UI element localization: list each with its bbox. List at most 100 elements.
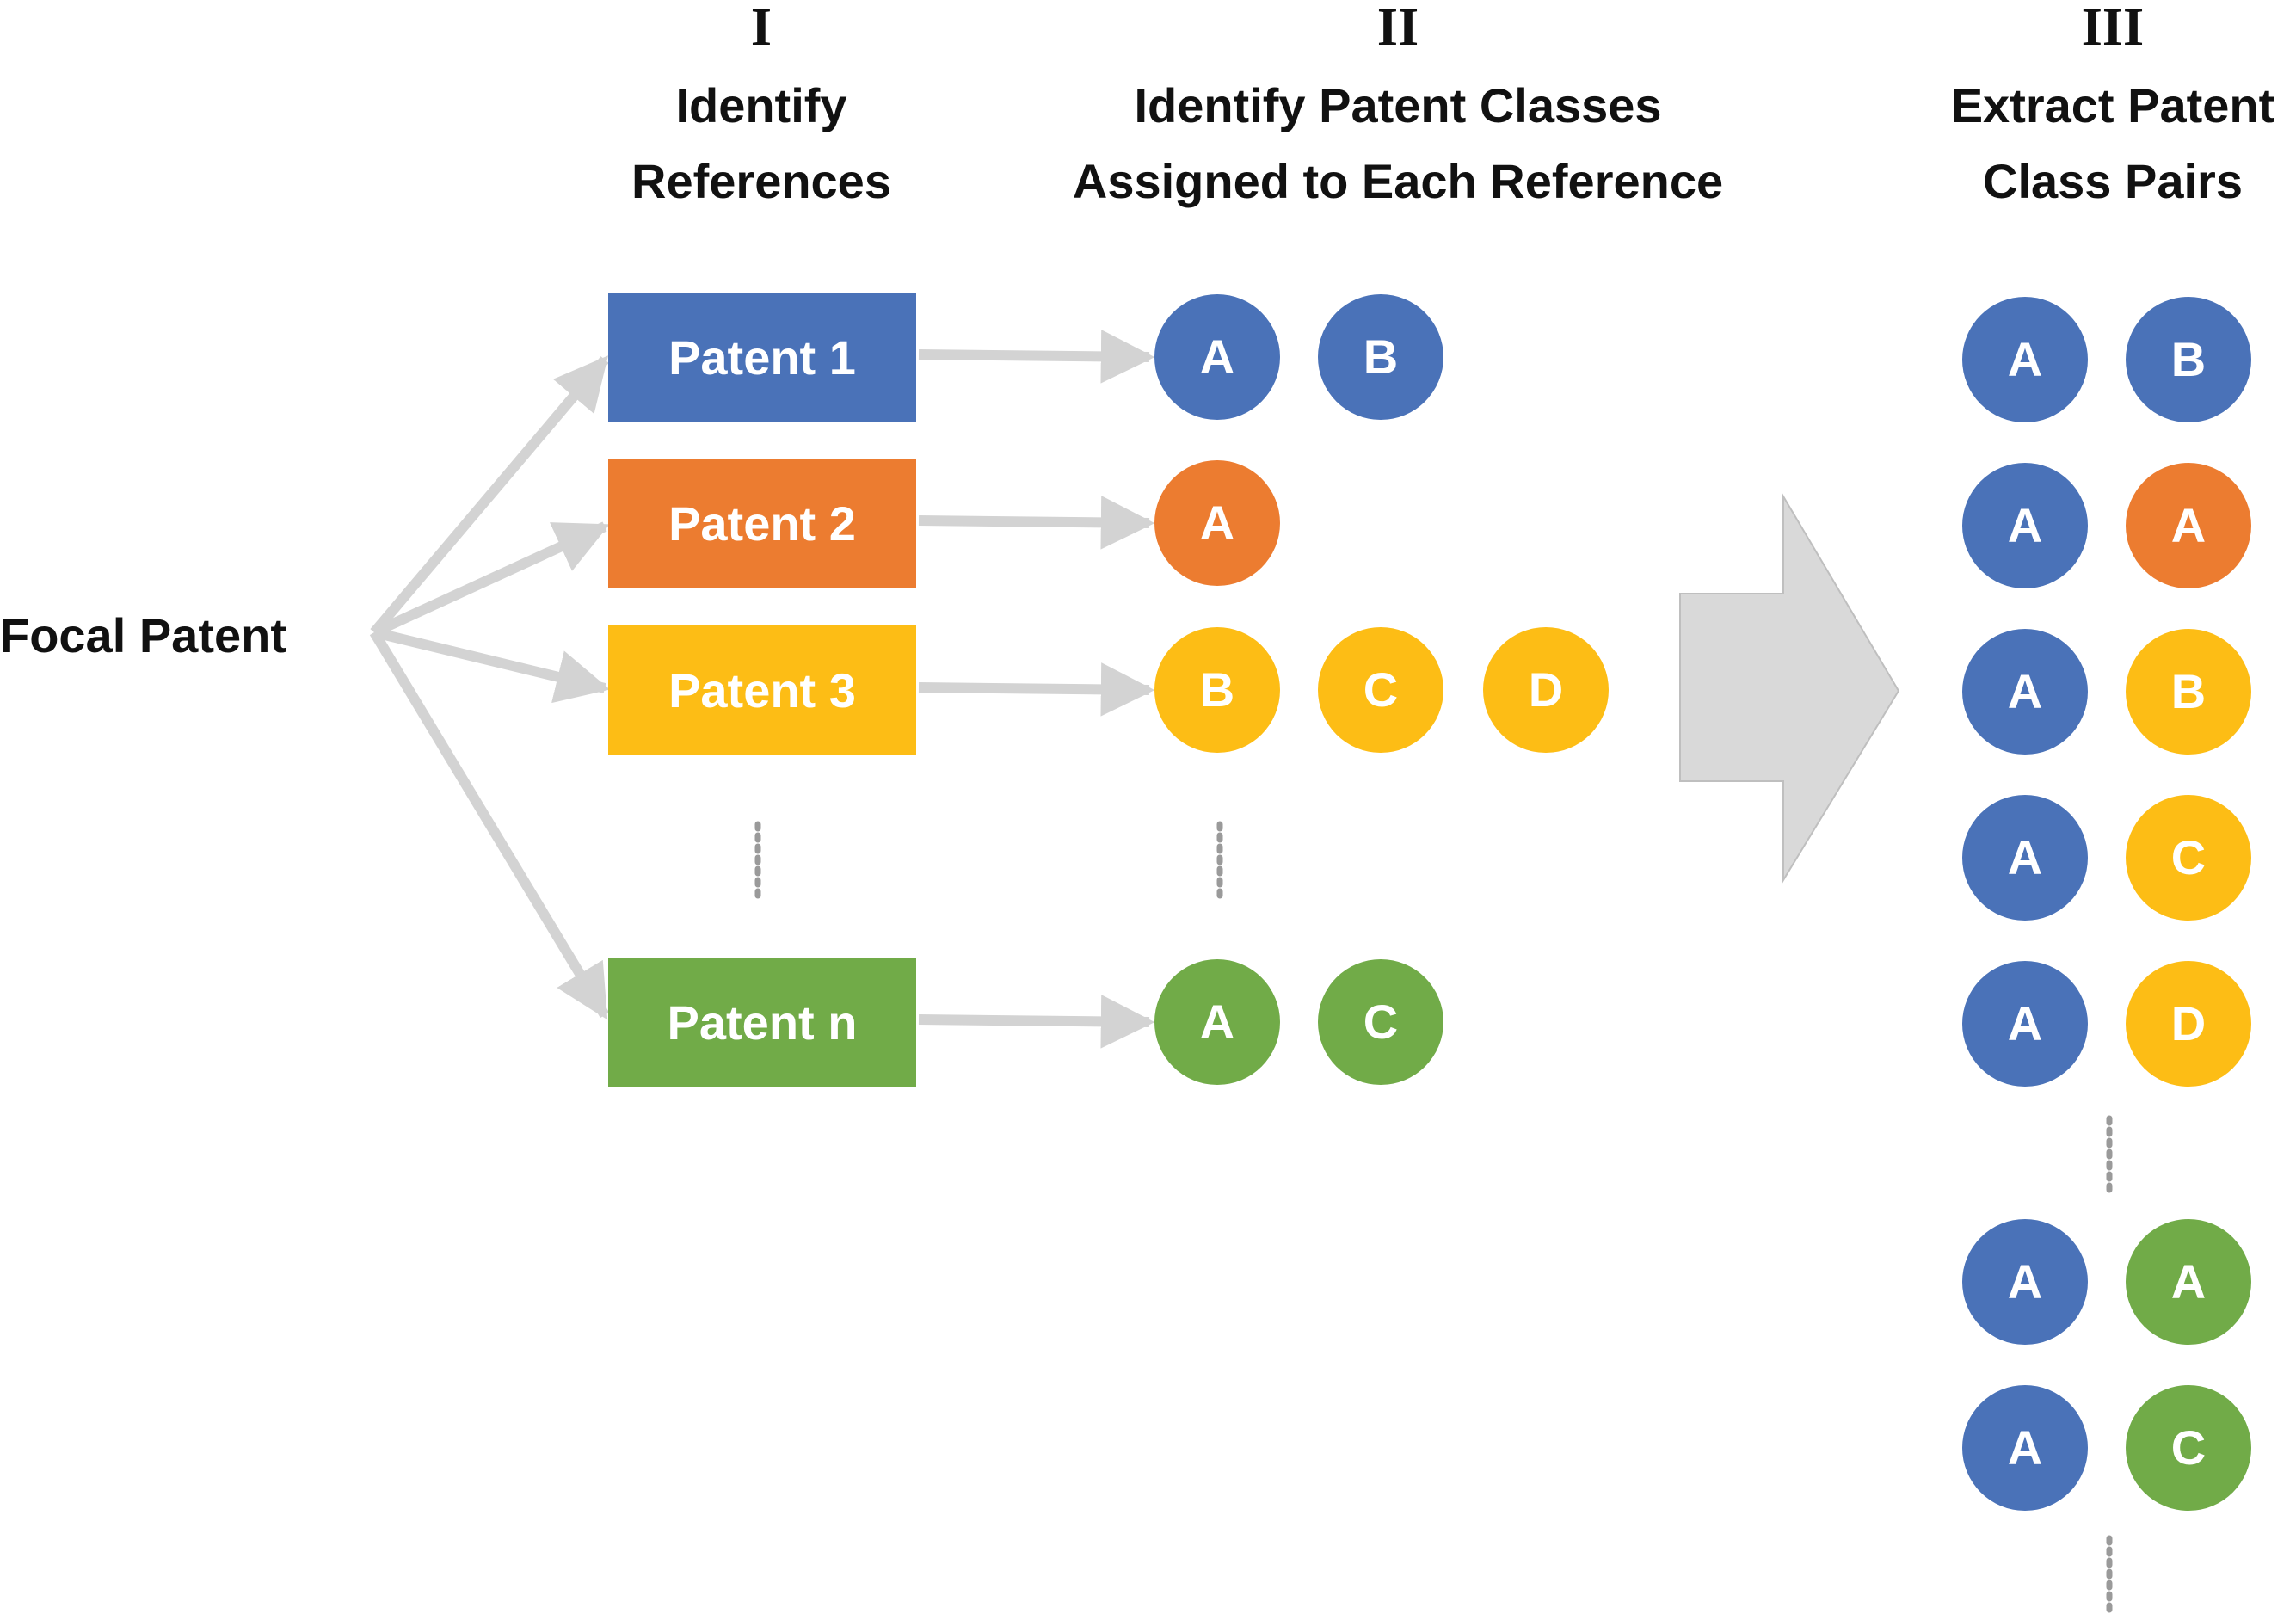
stage-3-numeral: III [2082, 0, 2144, 57]
class-circle-letter: A [1200, 496, 1234, 550]
pair-right-circle-shape [2126, 463, 2251, 588]
pair-right-circle: B [2126, 297, 2251, 422]
class-circle-shape [1154, 294, 1280, 420]
class-circle-shape [1483, 627, 1609, 753]
stage-3-title-line-1: Extract Patent [1951, 78, 2275, 132]
stage-3-title-line-2: Class Pairs [1983, 154, 2243, 208]
class-circle: A [1154, 294, 1280, 420]
pair-left-circle: A [1962, 1219, 2088, 1345]
pair-left-circle-letter: A [2008, 830, 2042, 884]
pair-left-circle-letter: A [2008, 996, 2042, 1050]
stage-2-title-line-1: Identify Patent Classes [1134, 78, 1661, 132]
stage-3-header: III Extract Patent Class Pairs [1951, 0, 2275, 208]
class-circle: D [1483, 627, 1609, 753]
patent-box-label: Patent 2 [668, 496, 856, 551]
class-circle-shape [1154, 959, 1280, 1085]
class-circle-letter: C [1363, 995, 1398, 1049]
class-arrow [918, 330, 1155, 384]
patent-box [608, 625, 916, 755]
stage-1-title-line-1: Identify [675, 78, 846, 132]
stage-2-header: II Identify Patent Classes Assigned to E… [1073, 0, 1723, 208]
class-circle: A [1154, 460, 1280, 586]
reference-row-4: Patent n A C [608, 958, 1443, 1087]
pair-right-circle: B [2126, 629, 2251, 755]
pair-right-circle-letter: C [2171, 1420, 2206, 1475]
pair-right-circle-shape [2126, 297, 2251, 422]
pair-left-circle-shape [1962, 297, 2088, 422]
pair-left-circle-shape [1962, 629, 2088, 755]
class-circle-letter: C [1363, 662, 1398, 717]
pair-right-circle-letter: A [2171, 498, 2206, 552]
focal-fan-arrows [369, 355, 611, 1020]
pair-right-circle: A [2126, 463, 2251, 588]
pair-left-circle: A [1962, 463, 2088, 588]
fan-arrow-to-patent-n [369, 629, 610, 1020]
pair-left-circle-letter: A [2008, 498, 2042, 552]
fan-arrow-to-patent-1 [370, 355, 609, 636]
class-circle-letter: D [1529, 662, 1563, 717]
focal-patent-label: Focal Patent [0, 608, 286, 662]
class-circle-letter: A [1200, 995, 1234, 1049]
class-circle: C [1318, 959, 1443, 1085]
pair-left-circle: A [1962, 297, 2088, 422]
reference-rows: Patent 1 A B Patent 2 A Patent 3 B C D Patent n A C [608, 293, 1609, 1087]
pair-left-circle: A [1962, 629, 2088, 755]
pair-left-circle-shape [1962, 463, 2088, 588]
class-circle: B [1318, 294, 1443, 420]
pair-right-circle-letter: B [2171, 664, 2206, 718]
class-circle-letter: B [1200, 662, 1234, 717]
pair-left-circle: A [1962, 795, 2088, 921]
stage-1-title-line-2: References [631, 154, 891, 208]
class-circle-letter: A [1200, 330, 1234, 384]
pair-left-circle-letter: A [2008, 332, 2042, 386]
class-circle-shape [1318, 627, 1443, 753]
pair-right-circle: A [2126, 1219, 2251, 1345]
patent-box-label: Patent 3 [668, 663, 856, 718]
patent-box [608, 459, 916, 588]
pair-left-circle-shape [1962, 961, 2088, 1087]
reference-row-3: Patent 3 B C D [608, 625, 1609, 755]
class-arrow [918, 662, 1155, 717]
pair-right-circle: C [2126, 1385, 2251, 1511]
big-transition-arrow [1679, 493, 1900, 884]
class-circle: C [1318, 627, 1443, 753]
pair-right-circle: D [2126, 961, 2251, 1087]
reference-row-1: Patent 1 A B [608, 293, 1443, 422]
pair-right-circle-shape [2126, 1385, 2251, 1511]
stage-2-numeral: II [1377, 0, 1419, 57]
class-circle: B [1154, 627, 1280, 753]
patent-box-label: Patent 1 [668, 330, 856, 385]
patent-box-label: Patent n [668, 995, 858, 1050]
patent-box [608, 958, 916, 1087]
pair-right-circle-letter: A [2171, 1254, 2206, 1309]
class-circle-letter: B [1363, 330, 1398, 384]
pair-left-circle: A [1962, 961, 2088, 1087]
reference-row-2: Patent 2 A [608, 459, 1280, 588]
pair-right-circle-letter: D [2171, 996, 2206, 1050]
fan-arrow-to-patent-3 [372, 627, 611, 704]
class-arrow [918, 496, 1155, 550]
pair-left-circle-shape [1962, 1219, 2088, 1345]
pair-right-circle-letter: C [2171, 830, 2206, 884]
ellipsis-dots [754, 821, 2113, 1617]
class-circle-shape [1318, 959, 1443, 1085]
stage-1-numeral: I [751, 0, 772, 57]
patent-box [608, 293, 916, 422]
fan-arrow-to-patent-2 [372, 521, 610, 638]
stage-1-header: I Identify References [631, 0, 891, 208]
pair-left-circle-letter: A [2008, 664, 2042, 718]
pair-left-circle-shape [1962, 795, 2088, 921]
pair-left-circle-letter: A [2008, 1254, 2042, 1309]
pair-right-circle-shape [2126, 795, 2251, 921]
class-circle: A [1154, 959, 1280, 1085]
pair-left-circle-letter: A [2008, 1420, 2042, 1475]
pair-right-circle-letter: B [2171, 332, 2206, 386]
